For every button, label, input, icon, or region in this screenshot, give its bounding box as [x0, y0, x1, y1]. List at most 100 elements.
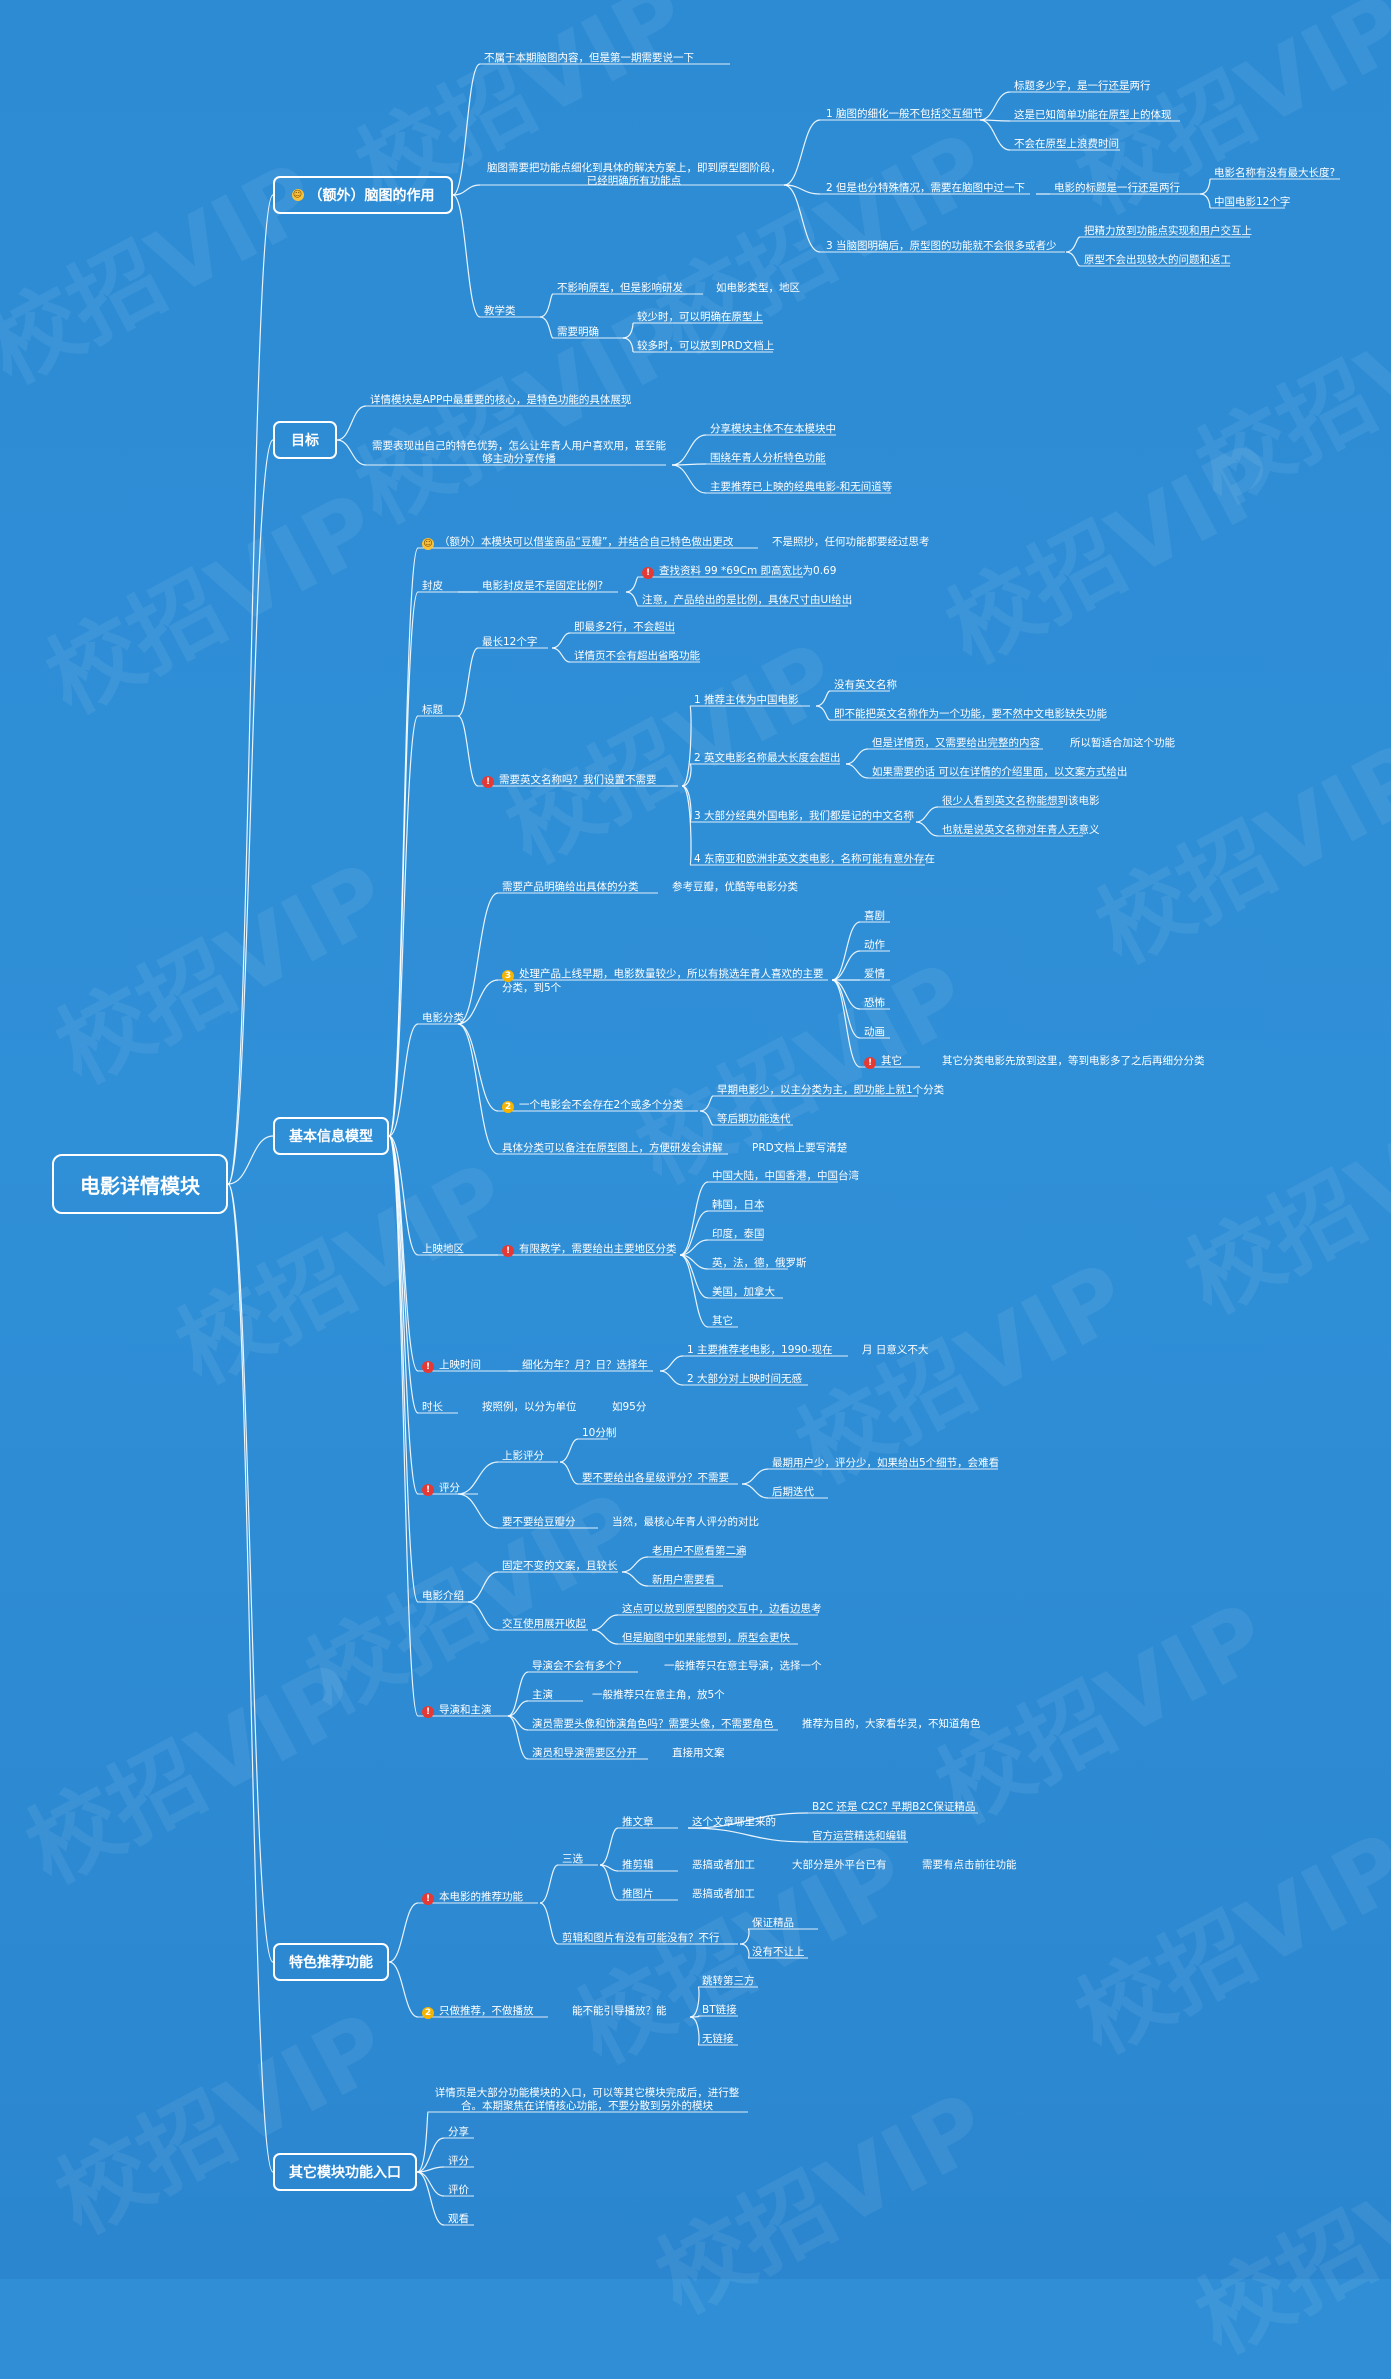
connector-line [452, 184, 481, 196]
node-text: 没有不让上 [752, 1946, 805, 1958]
branch-featured-recommend[interactable]: 特色推荐功能 [273, 1943, 389, 1981]
node-text: !需要英文名称吗？我们设置不需要 [482, 774, 657, 788]
node-text: 需要产品明确给出具体的分类 [502, 881, 639, 893]
node-text: !导演和主演 [422, 1704, 492, 1718]
root-node[interactable]: 电影详情模块 [52, 1154, 228, 1214]
node-text: 封皮 [422, 580, 443, 592]
node-text: 较少时，可以明确在原型上 [637, 311, 763, 323]
connector-line [227, 1183, 274, 1963]
node-label: 其它 [881, 1055, 902, 1067]
connector-line [979, 119, 1011, 151]
connector-line [845, 748, 869, 765]
node-text: 分享模块主体不在本模块中 [710, 423, 836, 435]
branch-mindmap-purpose[interactable]: ☺（额外）脑图的作用 [273, 176, 453, 214]
connector-line [831, 950, 861, 981]
node-text: 详情页是大部分功能模块的入口，可以等其它模块完成后，进行整合。本期聚焦在详情核心… [434, 2087, 740, 2112]
branch-basic-info-model[interactable]: 基本信息模型 [273, 1117, 389, 1155]
connector-line [539, 1864, 559, 1904]
connector-line [457, 715, 479, 787]
node-label: 上映时间 [439, 1359, 481, 1371]
branch-goal[interactable]: 目标 [273, 421, 337, 459]
connector-line [336, 439, 367, 466]
node-text: 导演会不会有多个? [532, 1660, 622, 1672]
connector-line [831, 921, 861, 981]
node-text: 1 推荐主体为中国电影 [694, 694, 799, 706]
node-text: 即最多2行，不会超出 [574, 621, 676, 633]
connector-line [388, 1961, 419, 2018]
connector-line [679, 1254, 709, 1328]
connector-line [416, 2171, 445, 2226]
node-label: （额外）本模块可以借鉴商品“豆瓣”，并结合自己特色做出更改 [439, 536, 734, 548]
node-text: 如果需要的话 可以在详情的介绍里面，以文案方式给出 [872, 766, 1128, 778]
connector-line [388, 1135, 419, 1256]
node-text: 新用户需要看 [652, 1574, 715, 1586]
connector-line [388, 1135, 419, 1372]
node-text: 参考豆瓣，优酷等电影分类 [672, 881, 798, 893]
node-text: !其它 [864, 1055, 902, 1069]
connector-line [467, 1571, 499, 1603]
connector-line [739, 1928, 750, 1945]
node-text: 官方运营精选和编辑 [812, 1830, 907, 1842]
node-text: 月 日意义不大 [862, 1344, 929, 1356]
node-text: 这个文章哪里来的 [692, 1816, 776, 1828]
node-label: 查找资料 99 *69Cm 即高宽比为0.69 [659, 565, 837, 577]
connector-line [679, 1239, 709, 1256]
node-text: 脑图需要把功能点细化到具体的解决方案上，即到原型图阶段，已经明确所有功能点 [487, 162, 781, 187]
connector-line [507, 1700, 529, 1717]
node-text: 印度，泰国 [712, 1228, 765, 1240]
note-icon: 2 [502, 1101, 514, 1113]
connector-line [507, 1671, 529, 1717]
node-text: 3 当脑图明确后，原型图的功能就不会很多或者少 [826, 240, 1057, 252]
connector-line [621, 1556, 649, 1573]
node-text: 但是脑图中如果能想到，原型会更快 [622, 1632, 790, 1644]
connector-line [783, 119, 821, 186]
connector-line [539, 1902, 559, 1945]
root-label: 电影详情模块 [80, 1173, 200, 1198]
connector-line [671, 434, 707, 466]
connector-line [699, 1095, 714, 1112]
connector-line [679, 1181, 709, 1256]
connector-line [1199, 178, 1211, 195]
connector-line [457, 1493, 499, 1529]
connector-line [452, 194, 481, 318]
node-text: 如95分 [612, 1401, 647, 1413]
node-text: 恶搞或者加工 [692, 1859, 755, 1871]
node-text: BT链接 [702, 2004, 737, 2016]
node-text: 按照例，以分为单位 [482, 1401, 577, 1413]
node-text: 电影介绍 [422, 1590, 464, 1602]
node-text: 电影分类 [422, 1012, 464, 1024]
warning-icon: ! [642, 567, 654, 579]
node-text: 2 但是也分特殊情况，需要在脑图中过一下 [826, 182, 1026, 194]
node-text: 能不能引导播放？能 [572, 2005, 667, 2017]
node-text: 上影评分 [502, 1450, 544, 1462]
node-text: 推文章 [622, 1816, 654, 1828]
connector-line [457, 1023, 499, 1155]
connector-line [388, 1135, 419, 1717]
warning-icon: ! [482, 776, 494, 788]
node-text: 爱情 [864, 968, 885, 980]
node-text: 演员和导演需要区分开 [532, 1747, 637, 1759]
connector-line [416, 2171, 445, 2197]
node-text: 较多时，可以放到PRD文档上 [637, 340, 775, 352]
connector-line [457, 1023, 499, 1112]
connector-line [681, 705, 692, 787]
warning-icon: ! [422, 1484, 434, 1496]
connector-line [559, 1461, 579, 1485]
connector-line [388, 1023, 419, 1137]
note-icon: 2 [422, 2007, 434, 2019]
node-label: 一个电影会不会存在2个或多个分类 [519, 1099, 684, 1111]
node-text: 时长 [422, 1401, 443, 1413]
branch-other-entries[interactable]: 其它模块功能入口 [273, 2153, 417, 2191]
connector-line [687, 1827, 809, 1843]
connector-line [227, 439, 274, 1185]
node-text: 这点可以放到原型图的交互中，边看边思考 [622, 1603, 822, 1615]
warning-icon: ! [502, 1245, 514, 1257]
branch-label: 目标 [291, 433, 319, 449]
connector-line [388, 1135, 419, 1414]
node-text: 最期用户少，评分少，如果给出5个细节，会难看 [772, 1457, 1000, 1469]
connector-line [625, 576, 639, 593]
connector-line [625, 591, 639, 607]
node-text: 2 一个电影会不会存在2个或多个分类 [502, 1099, 683, 1113]
